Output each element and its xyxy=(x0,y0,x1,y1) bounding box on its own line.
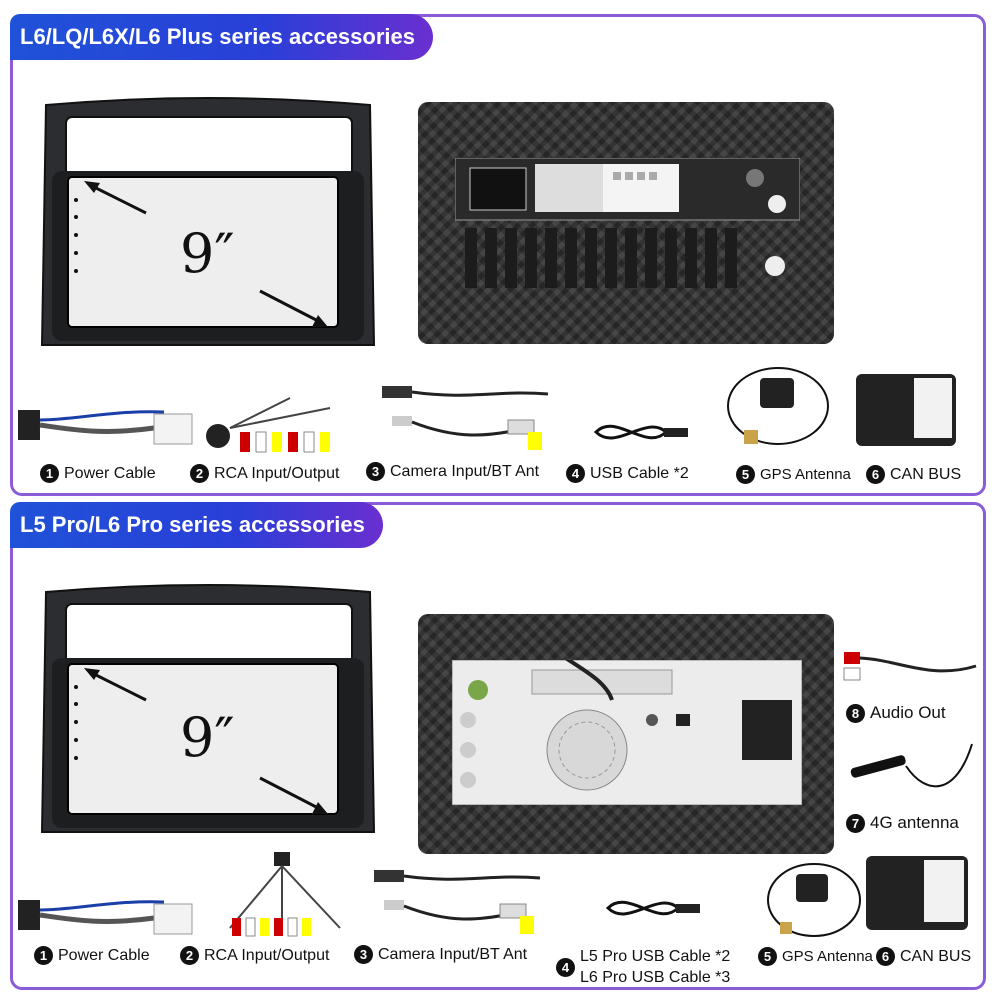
rear-connectors-icon xyxy=(452,660,802,805)
power-cable-image xyxy=(18,900,193,935)
panel-title: L5 Pro/L6 Pro series accessories xyxy=(10,502,383,548)
usb-cable-image xyxy=(593,424,688,440)
head-unit-image xyxy=(40,584,376,833)
camera-cable-image xyxy=(382,386,549,450)
rear-connectors-icon xyxy=(455,158,800,288)
head-unit-image xyxy=(40,97,376,346)
usb-cable-image xyxy=(605,900,700,916)
can-bus-image xyxy=(866,856,968,930)
gps-antenna-image xyxy=(727,367,829,445)
rca-cable-image xyxy=(206,397,331,453)
can-bus-image xyxy=(856,374,956,446)
4g-antenna-image xyxy=(850,743,973,788)
screen-size-label: 9″ xyxy=(180,222,235,285)
screen-size-label: 9″ xyxy=(180,706,235,769)
power-cable-image xyxy=(18,410,193,445)
audio-out-cable-image xyxy=(843,652,977,681)
camera-cable-image xyxy=(374,870,541,934)
gps-antenna-image xyxy=(767,863,861,937)
rca-cable-image xyxy=(229,852,341,937)
rear-panel-image xyxy=(418,102,834,344)
panel-title: L6/LQ/L6X/L6 Plus series accessories xyxy=(10,14,433,60)
